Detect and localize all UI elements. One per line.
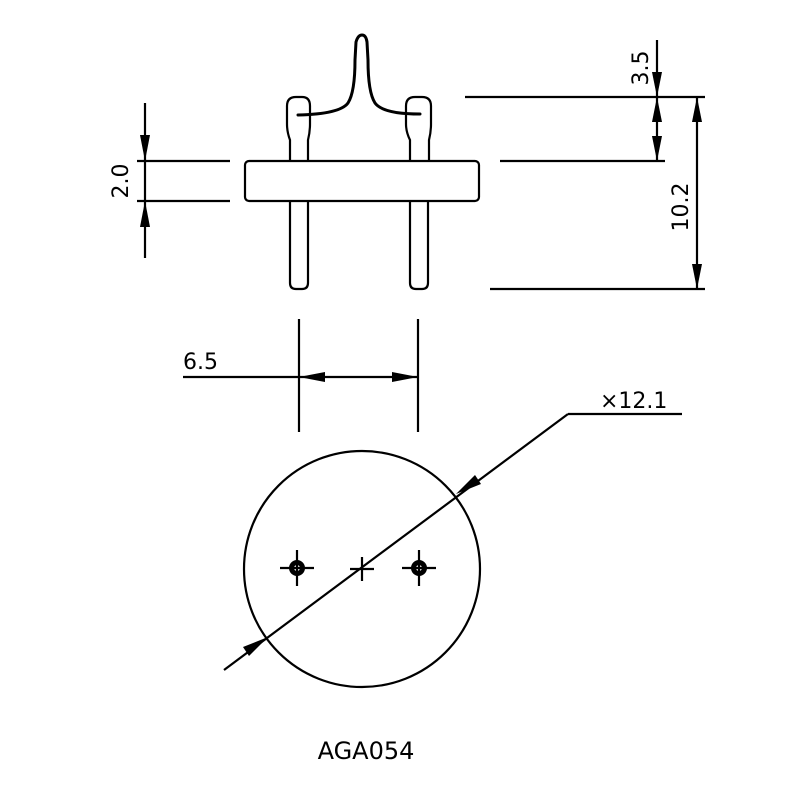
- base-outline: [242, 449, 482, 689]
- diameter-leader: [223, 413, 569, 671]
- dimension-label-diameter: ×12.1: [600, 389, 667, 414]
- right-pin: [404, 95, 433, 291]
- part-number: AGA054: [318, 737, 415, 765]
- side-view: [243, 33, 481, 291]
- left-pin: [285, 95, 312, 291]
- wire-lead: [296, 33, 422, 117]
- pin-hole-left: [280, 550, 314, 586]
- dimension-label-body-thickness: 2.0: [109, 164, 134, 199]
- dimension-label-wire-above-pin: 3.5: [629, 51, 654, 86]
- dimension-label-pin-spacing: 6.5: [183, 350, 218, 375]
- dimension-label-overall-height: 10.2: [669, 183, 694, 232]
- dimension-body-thickness: 2.0: [109, 103, 230, 258]
- center-mark: [350, 557, 374, 581]
- base-body: [243, 159, 481, 203]
- bottom-view: ×12.1: [223, 389, 682, 689]
- dimension-pin-spacing: 6.5: [183, 319, 420, 432]
- dimension-heights: 3.5 10.2: [465, 40, 705, 291]
- pin-hole-right: [402, 550, 436, 586]
